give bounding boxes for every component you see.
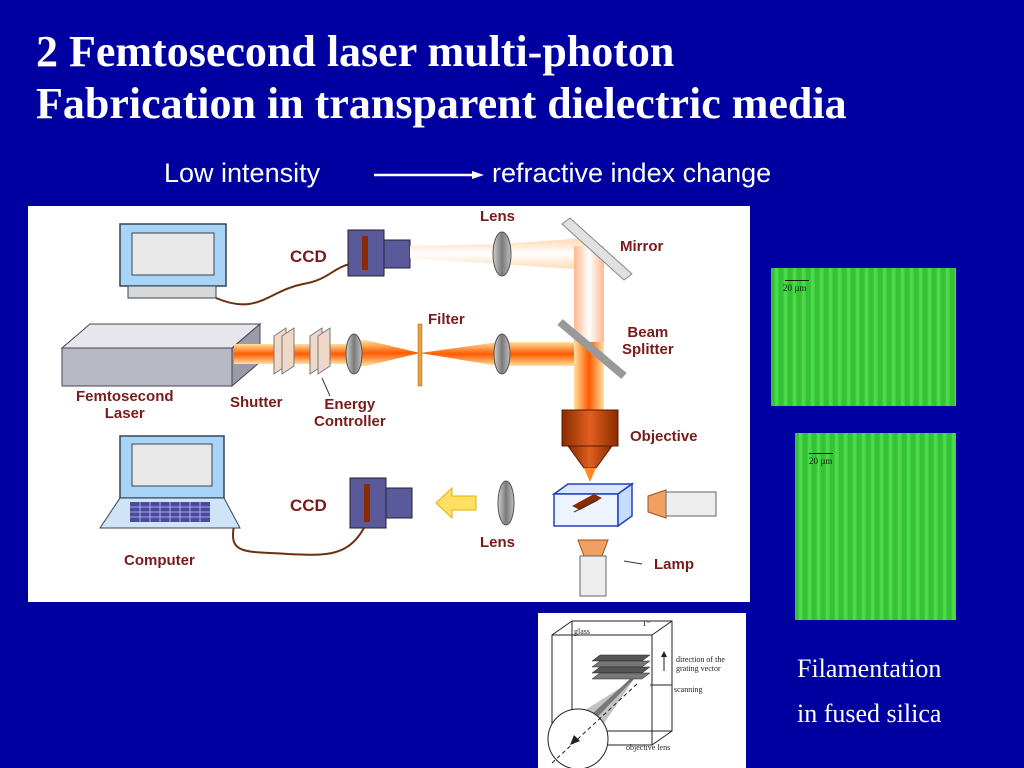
micrograph-top: 20 µm xyxy=(771,268,956,406)
shutter-label: Shutter xyxy=(230,394,283,411)
lamp-right-icon xyxy=(647,489,717,519)
setup-diagram: Lens Mirror CCD Filter Beam Splitter Fem… xyxy=(28,206,750,602)
femtosecond-laser-box xyxy=(60,322,262,388)
title-line-2: Fabrication in transparent dielectric me… xyxy=(36,79,847,128)
top-monitor-icon xyxy=(119,223,227,299)
direction-line-1: direction of the xyxy=(676,655,725,664)
scale-label-top: 20 µm xyxy=(783,283,807,293)
femtosecond-line-2: Laser xyxy=(104,405,145,422)
beam-splitter-icon xyxy=(557,318,627,380)
lamp-label: Lamp xyxy=(654,556,695,573)
mirror-icon xyxy=(561,217,633,281)
femtosecond-line-1: Femtosecond xyxy=(76,388,174,405)
energy-line-1: Energy xyxy=(324,396,376,413)
filamentation-caption: Filamentation in fused silica xyxy=(797,646,941,736)
beam-splitter-line-2: Splitter xyxy=(622,341,674,358)
slide-title: 2 Femtosecond laser multi-photon Fabrica… xyxy=(36,26,1016,130)
return-beam-vertical xyxy=(574,246,604,346)
lens-bottom-label: Lens xyxy=(480,534,516,551)
subtitle-low-intensity: Low intensity xyxy=(164,158,321,188)
caption-line-2: in fused silica xyxy=(797,699,942,728)
grating-layers xyxy=(591,654,651,680)
schematic-drawing xyxy=(547,620,673,768)
caption-line-1: Filamentation xyxy=(797,654,942,683)
schematic-glass-label: glass xyxy=(574,627,590,636)
computer-label: Computer xyxy=(124,552,195,569)
ccd-bottom-label: CCD xyxy=(290,496,327,515)
bottom-ccd-camera xyxy=(349,477,413,529)
objective-icon xyxy=(561,409,619,482)
focusing-lens-icon xyxy=(345,333,363,375)
right-arrow-icon xyxy=(374,171,484,179)
energy-controller-label: Energy Controller xyxy=(314,396,386,430)
subtitle-refractive-index: refractive index change xyxy=(492,158,772,188)
beam-splitter-label: Beam Splitter xyxy=(622,324,674,358)
ccd-top-label: CCD xyxy=(290,247,327,266)
energy-line-2: Controller xyxy=(314,413,386,430)
beam-splitter-line-1: Beam xyxy=(627,324,669,341)
grating-schematic: glass T° direction of the grating vector… xyxy=(538,613,746,768)
imaging-arrow-icon xyxy=(435,486,477,520)
bottom-lens-icon xyxy=(497,480,515,526)
femtosecond-laser-label: Femtosecond Laser xyxy=(76,388,174,422)
collimating-lens-icon xyxy=(493,333,511,375)
top-lens-icon xyxy=(492,231,512,277)
filter-icon xyxy=(417,323,423,387)
mirror-label: Mirror xyxy=(620,238,664,255)
setup-drawing xyxy=(60,217,717,597)
energy-controller-icon xyxy=(309,327,331,375)
scale-bar-top xyxy=(785,280,809,281)
schematic-objective-label: objective lens xyxy=(626,743,671,752)
schematic-direction-label: direction of the grating vector xyxy=(676,655,725,673)
schematic-scanning-label: scanning xyxy=(674,685,703,694)
title-line-1: 2 Femtosecond laser multi-photon xyxy=(36,27,675,76)
shutter-icon xyxy=(273,327,295,375)
schematic-corner-label: T° xyxy=(642,619,651,628)
top-ccd-camera xyxy=(347,229,411,277)
objective-label: Objective xyxy=(630,428,698,445)
scale-label-bottom: 20 µm xyxy=(809,456,833,466)
lens-top-label: Lens xyxy=(480,208,516,225)
direction-line-2: grating vector xyxy=(676,664,721,673)
sample-cube-icon xyxy=(551,482,635,528)
computer-icon xyxy=(99,435,241,529)
scale-bar-bottom xyxy=(809,453,833,454)
micrograph-bottom: 20 µm xyxy=(795,433,956,620)
filter-label: Filter xyxy=(428,311,465,328)
main-beam-focus xyxy=(354,340,420,366)
lamp-bottom-icon xyxy=(577,539,609,597)
